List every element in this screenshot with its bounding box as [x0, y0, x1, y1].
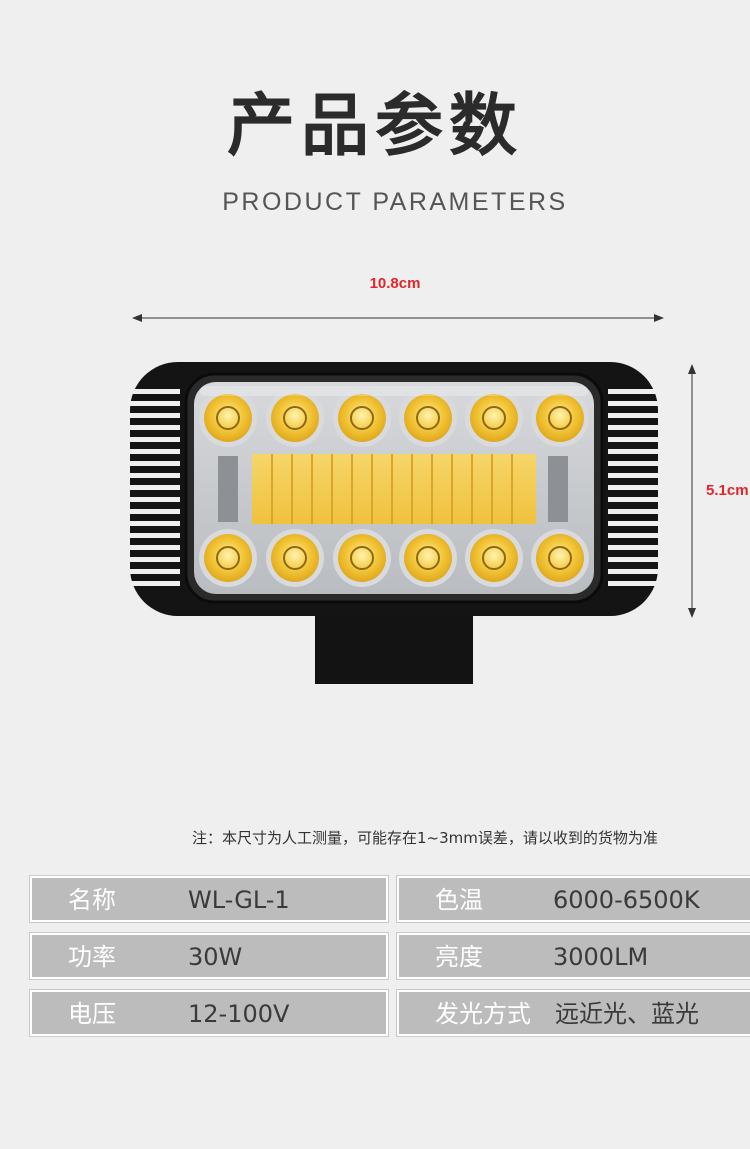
spec-row-color-temp: 色温 6000-6500K	[397, 876, 750, 922]
spec-key: 电压	[68, 1000, 116, 1028]
spec-value: 6000-6500K	[553, 886, 700, 914]
height-dimension-label: 5.1cm	[706, 482, 749, 499]
spec-row-light-mode: 发光方式 远近光、蓝光	[397, 990, 750, 1036]
width-dimension-label: 10.8cm	[369, 275, 421, 292]
led-row-top	[199, 389, 589, 447]
product-image	[130, 314, 696, 684]
spec-key: 亮度	[435, 943, 483, 971]
lamp-housing	[130, 362, 658, 616]
width-dimension-line	[132, 314, 664, 322]
page-subtitle: PRODUCT PARAMETERS	[222, 188, 568, 216]
led-row-bottom	[199, 529, 589, 587]
cob-strip	[252, 454, 536, 524]
measurement-note: 注：本尺寸为人工测量，可能存在1~3mm误差，请以收到的货物为准	[192, 829, 658, 847]
height-dimension-line	[688, 364, 696, 618]
spec-key: 名称	[68, 886, 116, 914]
spec-key: 色温	[435, 886, 483, 914]
spec-row-power: 功率 30W	[30, 933, 388, 979]
page-title: 产品参数	[226, 87, 523, 166]
spec-value: 3000LM	[553, 943, 649, 971]
spec-key: 功率	[68, 943, 116, 971]
spec-row-name: 名称 WL-GL-1	[30, 876, 388, 922]
spec-value: 远近光、蓝光	[555, 1000, 699, 1028]
spec-row-voltage: 电压 12-100V	[30, 990, 388, 1036]
spec-value: WL-GL-1	[188, 886, 290, 914]
spec-value: 12-100V	[188, 1000, 290, 1028]
spec-value: 30W	[188, 943, 243, 971]
spec-row-brightness: 亮度 3000LM	[397, 933, 750, 979]
spec-key: 发光方式	[435, 1000, 531, 1028]
